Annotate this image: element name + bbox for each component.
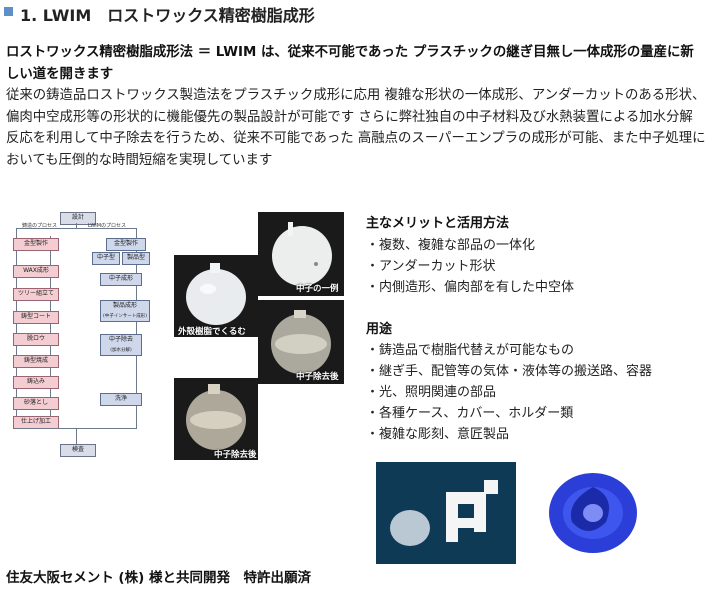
process-flow-diagram: 設計 鋳造のプロセス LWIMのプロセス 金型製作 WAX成形 ツリー組立て 鋳… (8, 210, 168, 465)
uses-item: ・各種ケース、カバー、ホルダー類 (366, 406, 574, 421)
flow-casting-step: 脱ロウ (13, 333, 59, 346)
flow-lwim-step: 中子除去 (加水分解) (100, 334, 142, 356)
photo-blue-impeller (536, 462, 650, 564)
flow-lwim-step: 製品成形 (中子インサート成形) (100, 300, 150, 322)
flow-lwim-step-sub: (加水分解) (110, 348, 132, 353)
flow-lwim-step-label: 中子除去 (108, 336, 133, 343)
photo-core-removed-2: 中子除去後 (174, 378, 258, 460)
photo-caption: 中子の一例 (296, 284, 339, 294)
section-bullet-icon (4, 7, 13, 16)
photo-wrapped-core: 外殻樹脂でくるむ (174, 255, 258, 337)
footer-note: 住友大阪セメント (株) 様と共同開発 特許出願済 (6, 570, 311, 586)
flow-lwim-step-label: 製品成形 (112, 302, 137, 309)
photo-pipe-parts (376, 462, 516, 564)
flow-inspection-box: 検査 (60, 444, 96, 457)
uses-heading: 用途 (366, 322, 393, 337)
flow-lwim-step: 中子成形 (100, 273, 142, 286)
uses-item: ・複雑な彫刻、意匠製品 (366, 427, 510, 442)
photo-caption: 中子除去後 (296, 372, 339, 382)
flow-casting-label: 鋳造のプロセス (22, 223, 58, 229)
flow-lwim-step: 金型製作 (106, 238, 146, 251)
uses-item: ・鋳造品で樹脂代替えが可能なもの (366, 343, 575, 358)
page-title: 1. LWIM ロストワックス精密樹脂成形 (20, 6, 315, 25)
uses-item: ・光、照明関連の部品 (366, 385, 497, 400)
flow-lwim-step: 中子型 (92, 252, 120, 265)
merits-item: ・複数、複雑な部品の一体化 (366, 238, 536, 253)
flow-lwim-step: 洗浄 (100, 393, 142, 406)
flow-lwim-label: LWIMのプロセス (88, 223, 127, 229)
flow-casting-step: 鋳型焼成 (13, 355, 59, 368)
merits-heading: 主なメリットと活用方法 (366, 216, 510, 231)
lead-text: ロストワックス精密樹脂成形法 ＝ LWIM は、従来不可能であった プラスチック… (6, 45, 694, 82)
photo-core-example: 中子の一例 (258, 212, 344, 296)
flow-lwim-step: 製品型 (122, 252, 150, 265)
flow-casting-step: 金型製作 (13, 238, 59, 251)
flow-casting-step: ツリー組立て (13, 288, 59, 301)
photo-core-removed-1: 中子除去後 (258, 300, 344, 384)
photo-caption: 外殻樹脂でくるむ (178, 327, 246, 337)
photo-caption: 中子除去後 (214, 450, 257, 460)
flow-lwim-step-sub: (中子インサート成形) (102, 314, 147, 319)
flow-casting-step: 鋳型コート (13, 311, 59, 324)
merits-item: ・内側造形、偏肉部を有した中空体 (366, 280, 575, 295)
flow-casting-step: 砂落とし (13, 397, 59, 410)
uses-item: ・継ぎ手、配管等の気体・液体等の搬送路、容器 (366, 364, 653, 379)
flow-casting-step: 鋳込み (13, 376, 59, 389)
flow-casting-step: WAX成形 (13, 265, 59, 278)
description-text: 従来の鋳造品ロストワックス製造法をプラスチック成形に応用 複雑な形状の一体成形、… (6, 88, 706, 168)
flow-design-box: 設計 (60, 212, 96, 225)
merits-item: ・アンダーカット形状 (366, 259, 496, 274)
